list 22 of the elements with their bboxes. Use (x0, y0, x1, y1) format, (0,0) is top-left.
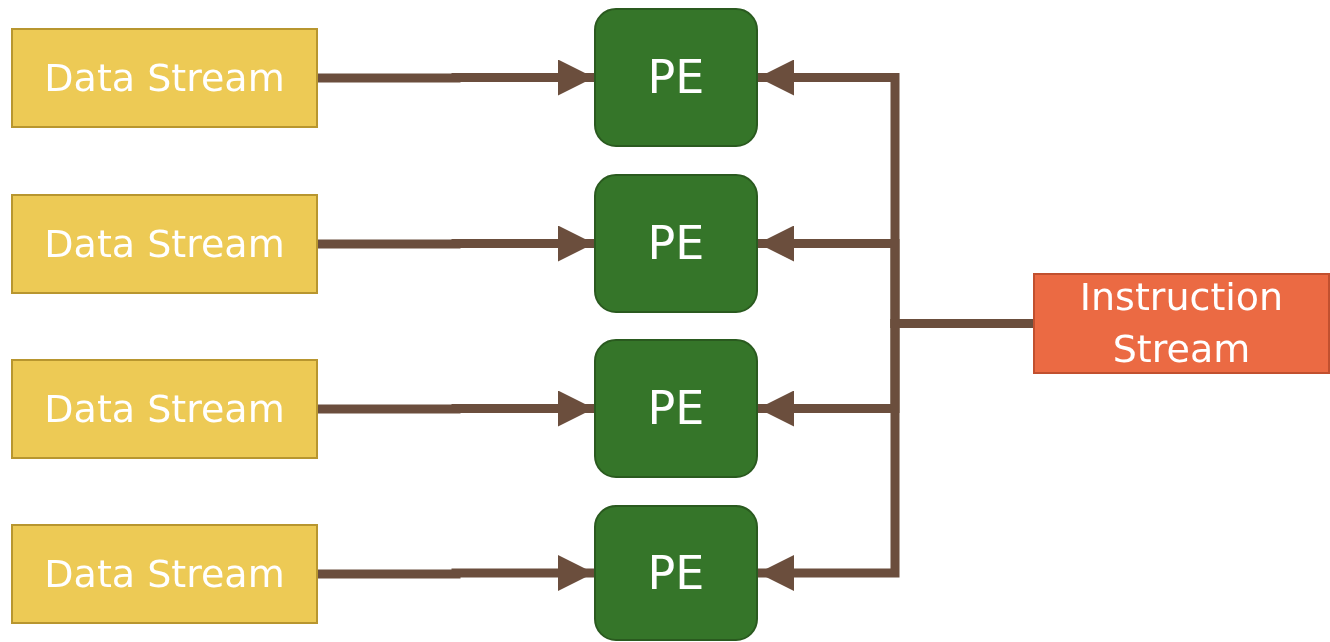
box-label: PE (646, 215, 706, 272)
box-label: Instruction Stream (1078, 274, 1285, 373)
box-label: Data Stream (43, 220, 286, 268)
pe-box (594, 339, 758, 478)
pe-box (594, 8, 758, 147)
arrow (318, 59, 594, 96)
box-label: PE (646, 380, 706, 437)
arrow (318, 390, 594, 427)
arrow (318, 225, 594, 262)
box-label: PE (646, 544, 706, 602)
data-stream-box (11, 194, 318, 294)
data-stream-box (11, 28, 318, 128)
data-stream-box (11, 524, 318, 624)
box-label: Data Stream (43, 54, 286, 102)
box-label: PE (646, 49, 706, 106)
box-label: Data Stream (43, 385, 286, 433)
data-stream-box (11, 359, 318, 459)
box-label: Data Stream (43, 550, 286, 598)
pe-box (594, 505, 758, 641)
pe-box (594, 174, 758, 313)
instruction-stream-box (1033, 273, 1330, 374)
arrow (318, 555, 594, 591)
